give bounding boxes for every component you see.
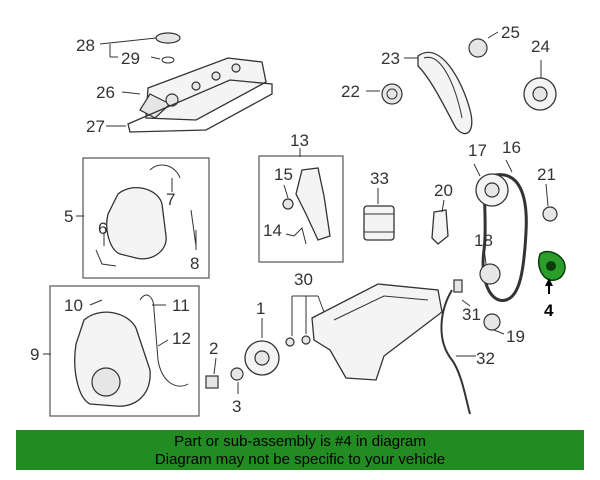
oil-filter: [363, 188, 395, 241]
callout-27: 27: [86, 117, 105, 136]
callout-32: 32: [476, 349, 495, 368]
timing-cover-upper: [76, 164, 197, 267]
callout-9: 9: [30, 345, 39, 364]
callout-11: 11: [172, 296, 190, 315]
info-banner: Part or sub-assembly is #4 in diagram Di…: [16, 430, 584, 470]
callout-16: 16: [502, 138, 521, 157]
callout-18: 18: [474, 231, 493, 250]
callout-26: 26: [96, 83, 115, 102]
timing-cover-lower: [43, 294, 189, 407]
callout-2: 2: [209, 339, 218, 358]
box-13: [258, 155, 344, 263]
belt-upper-group: [366, 31, 557, 135]
callout-23: 23: [381, 49, 400, 68]
callout-28: 28: [76, 36, 95, 55]
crank-pulley-group: [205, 318, 280, 394]
callout-29: 29: [121, 49, 140, 68]
banner-line-1: Part or sub-assembly is #4 in diagram: [174, 433, 426, 450]
callout-6: 6: [98, 219, 107, 238]
callout-1: 1: [256, 299, 265, 318]
callout-21: 21: [537, 165, 556, 184]
box-9: [49, 285, 200, 417]
callout-31: 31: [462, 305, 481, 324]
parts-diagram: 28 29 26 27 23 22 25 24 5 7 6 8: [30, 23, 566, 417]
box-5: [82, 157, 210, 279]
oil-pan-group: [285, 283, 443, 381]
banner-line-2: Diagram may not be specific to your vehi…: [154, 451, 446, 468]
callout-15: 15: [274, 165, 293, 184]
callout-10: 10: [64, 296, 83, 315]
callout-25: 25: [501, 23, 520, 42]
callout-5: 5: [64, 207, 73, 226]
callout-17: 17: [468, 141, 487, 160]
tensioner-20: [431, 199, 449, 245]
callout-12: 12: [172, 329, 191, 348]
callout-8: 8: [190, 254, 199, 273]
highlighted-part-4[interactable]: [538, 250, 566, 294]
callout-4: 4: [544, 301, 554, 320]
valve-cover-group: [99, 32, 273, 133]
callout-19: 19: [506, 327, 525, 346]
callout-13: 13: [290, 131, 309, 150]
callout-14: 14: [263, 221, 282, 240]
callout-20: 20: [434, 181, 453, 200]
callout-22: 22: [341, 82, 360, 101]
callout-30: 30: [294, 270, 313, 289]
callout-24: 24: [531, 37, 550, 56]
belt-lower-group: [473, 159, 558, 335]
bracket-group-13: [282, 148, 331, 245]
callout-33: 33: [370, 169, 389, 188]
callout-7: 7: [166, 190, 175, 209]
dipstick-group: [440, 279, 476, 415]
callout-3: 3: [232, 397, 241, 416]
